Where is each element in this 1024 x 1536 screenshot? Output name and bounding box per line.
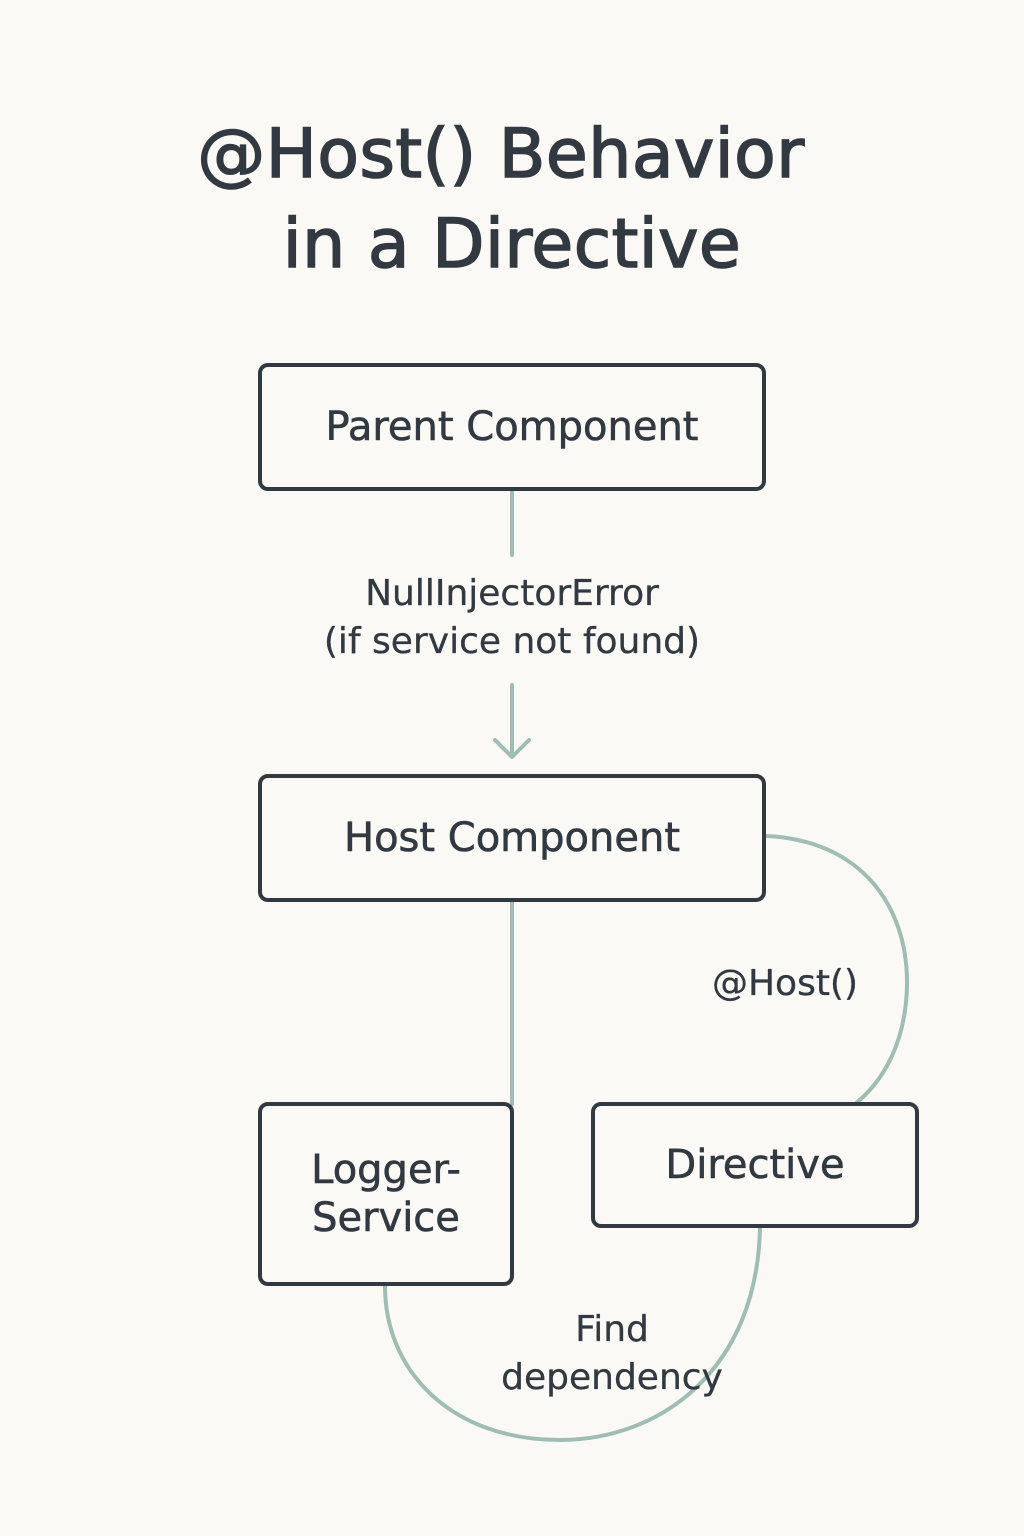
diagram-title: @Host() Behavior in a Directive <box>0 110 1024 290</box>
node-logger-service-line-1: Logger- <box>311 1147 461 1194</box>
edge-label-null-injector-error: NullInjectorError (if service not found) <box>262 570 762 666</box>
title-line-1: @Host() Behavior <box>196 114 805 195</box>
edge-label-host-decorator: @Host() <box>690 960 880 1008</box>
node-directive-label: Directive <box>665 1142 845 1189</box>
edge-label-find-dependency: Find dependency <box>462 1306 762 1402</box>
edge-label-null-injector-line-2: (if service not found) <box>323 621 701 662</box>
edge-label-find-dependency-line-2: dependency <box>501 1357 723 1398</box>
node-host-component-label: Host Component <box>343 815 681 862</box>
node-logger-service-line-2: Service <box>312 1195 460 1242</box>
node-host-component: Host Component <box>258 774 766 902</box>
node-logger-service: Logger- Service <box>258 1102 514 1286</box>
edge-label-null-injector-line-1: NullInjectorError <box>365 573 659 614</box>
edge-label-host-decorator-text: @Host() <box>711 963 859 1004</box>
edge-host-directive <box>764 834 910 1106</box>
node-parent-component-label: Parent Component <box>325 404 699 451</box>
node-parent-component: Parent Component <box>258 363 766 491</box>
edge-directive-logger <box>382 1224 762 1443</box>
edge-label-find-dependency-line-1: Find <box>575 1309 649 1350</box>
node-directive: Directive <box>591 1102 919 1228</box>
title-line-2: in a Directive <box>282 204 742 285</box>
arrowhead-down-icon <box>493 738 531 759</box>
